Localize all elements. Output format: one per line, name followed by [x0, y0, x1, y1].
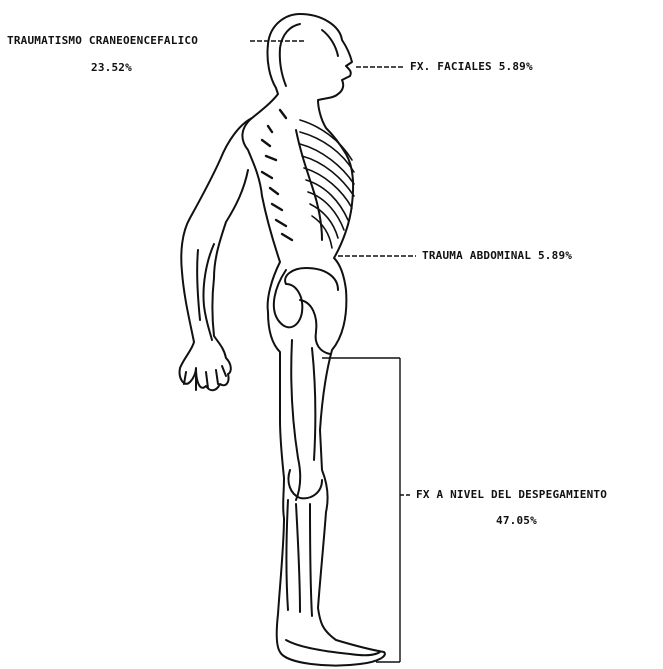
- facial-fx-label: FX. FACIALES 5.89%: [410, 60, 533, 73]
- head-trauma-percent: 23.52%: [91, 61, 132, 74]
- head-trauma-label: TRAUMATISMO CRANEOENCEFALICO: [7, 34, 198, 47]
- arm-outline: [180, 118, 252, 390]
- detachment-fx-percent: 47.05%: [496, 514, 537, 527]
- body-outline-back: [242, 14, 384, 666]
- pelvis: [274, 268, 338, 327]
- spine: [262, 110, 292, 240]
- abdominal-trauma-label: TRAUMA ABDOMINAL 5.89%: [422, 249, 572, 262]
- detachment-fx-label: FX A NIVEL DEL DESPEGAMIENTO: [416, 488, 607, 501]
